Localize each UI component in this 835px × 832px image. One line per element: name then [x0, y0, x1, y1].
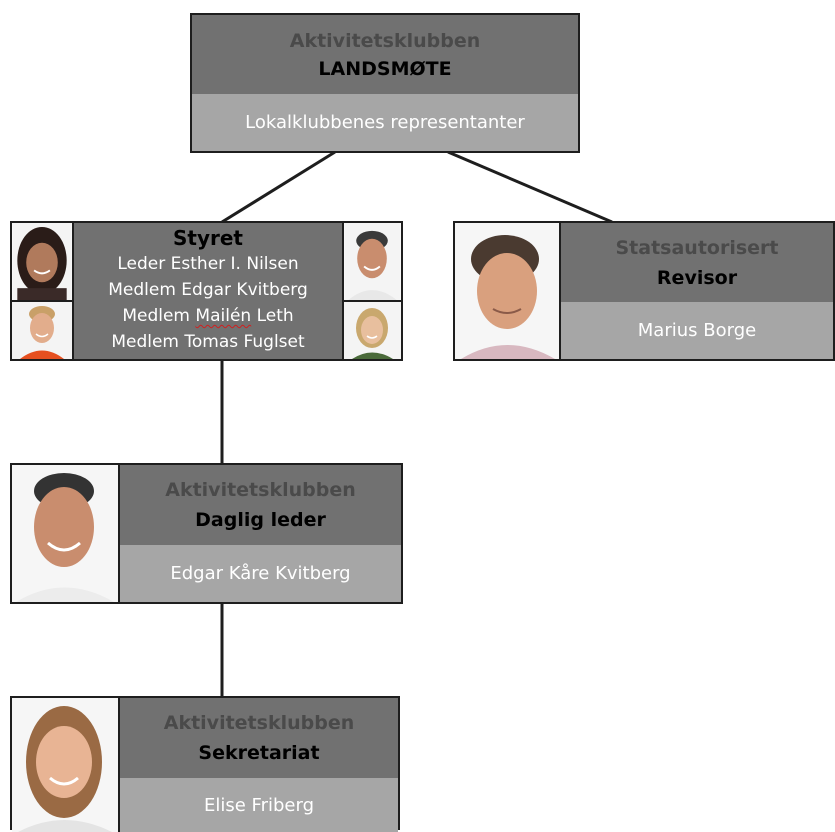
daglig-leder-title: Daglig leder: [195, 509, 326, 531]
styret-member-2: Medlem Mailén Leth: [74, 303, 342, 329]
styret-member-3-role: Medlem: [111, 332, 179, 352]
revisor-name: Marius Borge: [637, 320, 757, 341]
landsmote-box: Aktivitetsklubben LANDSMØTE Lokalklubben…: [190, 13, 580, 153]
daglig-leder-header: Aktivitetsklubben Daglig leder: [120, 465, 401, 545]
woman-portrait-icon: [12, 698, 118, 832]
sekretariat-name-band: Elise Friberg: [120, 778, 398, 832]
styret-member-0-role: Leder: [117, 254, 166, 274]
man-portrait-icon: [344, 223, 401, 300]
man-portrait-icon: [12, 465, 118, 602]
revisor-header: Statsautorisert Revisor: [561, 223, 833, 302]
styret-member-2-name-flagged: Mailén: [195, 306, 252, 326]
styret-member-3-name: Tomas Fuglset: [184, 332, 305, 352]
revisor-title: Revisor: [656, 266, 738, 289]
sekretariat-photo: [12, 698, 120, 832]
sekretariat-header: Aktivitetsklubben Sekretariat: [120, 698, 398, 778]
styret-photo-medlem-right-top: [342, 223, 401, 302]
styret-member-1: Medlem Edgar Kvitberg: [74, 277, 342, 303]
sekretariat-box: Aktivitetsklubben Sekretariat Elise Frib…: [10, 696, 400, 832]
man-portrait-icon: [455, 223, 559, 359]
styret-member-1-role: Medlem: [108, 280, 176, 300]
styret-photo-medlem-right-bottom: [342, 302, 401, 359]
daglig-leder-box: Aktivitetsklubben Daglig leder Edgar Kår…: [10, 463, 403, 604]
styret-box: Styret Leder Esther I. Nilsen Medlem Edg…: [10, 221, 403, 361]
revisor-org-label: Statsautorisert: [615, 236, 779, 259]
revisor-name-band: Marius Borge: [561, 302, 833, 359]
connector-landsmote-revisor: [447, 150, 613, 224]
landsmote-subtitle: Lokalklubbenes representanter: [245, 112, 525, 133]
landsmote-org-label: Aktivitetsklubben: [289, 29, 481, 52]
daglig-leder-name: Edgar Kåre Kvitberg: [170, 563, 351, 584]
styret-member-0: Leder Esther I. Nilsen: [74, 251, 342, 277]
styret-member-0-name: Esther I. Nilsen: [170, 254, 299, 274]
landsmote-subtitle-band: Lokalklubbenes representanter: [192, 94, 578, 151]
sekretariat-name: Elise Friberg: [203, 794, 314, 816]
daglig-leder-name-band: Edgar Kåre Kvitberg: [120, 545, 401, 602]
landsmote-header: Aktivitetsklubben LANDSMØTE: [192, 15, 578, 94]
styret-member-3: Medlem Tomas Fuglset: [74, 329, 342, 355]
daglig-leder-org-label: Aktivitetsklubben: [165, 479, 356, 501]
revisor-box: Statsautorisert Revisor Marius Borge: [453, 221, 835, 361]
styret-member-1-name: Edgar Kvitberg: [181, 280, 308, 300]
man-portrait-icon: [12, 302, 72, 359]
styret-member-2-name-rest: Leth: [256, 306, 294, 326]
sekretariat-title: Sekretariat: [198, 742, 320, 764]
styret-member-2-role: Medlem: [122, 306, 190, 326]
daglig-leder-photo: [12, 465, 120, 602]
woman-portrait-icon: [12, 223, 72, 300]
landsmote-title: LANDSMØTE: [318, 57, 452, 80]
connector-landsmote-styret: [221, 150, 336, 224]
woman-portrait-icon: [344, 302, 401, 359]
styret-photo-leder: [12, 223, 74, 302]
styret-title: Styret: [173, 226, 243, 250]
styret-photo-medlem-left: [12, 302, 74, 359]
sekretariat-org-label: Aktivitetsklubben: [163, 712, 355, 734]
revisor-photo: [455, 223, 561, 359]
styret-text: Styret Leder Esther I. Nilsen Medlem Edg…: [74, 225, 342, 359]
